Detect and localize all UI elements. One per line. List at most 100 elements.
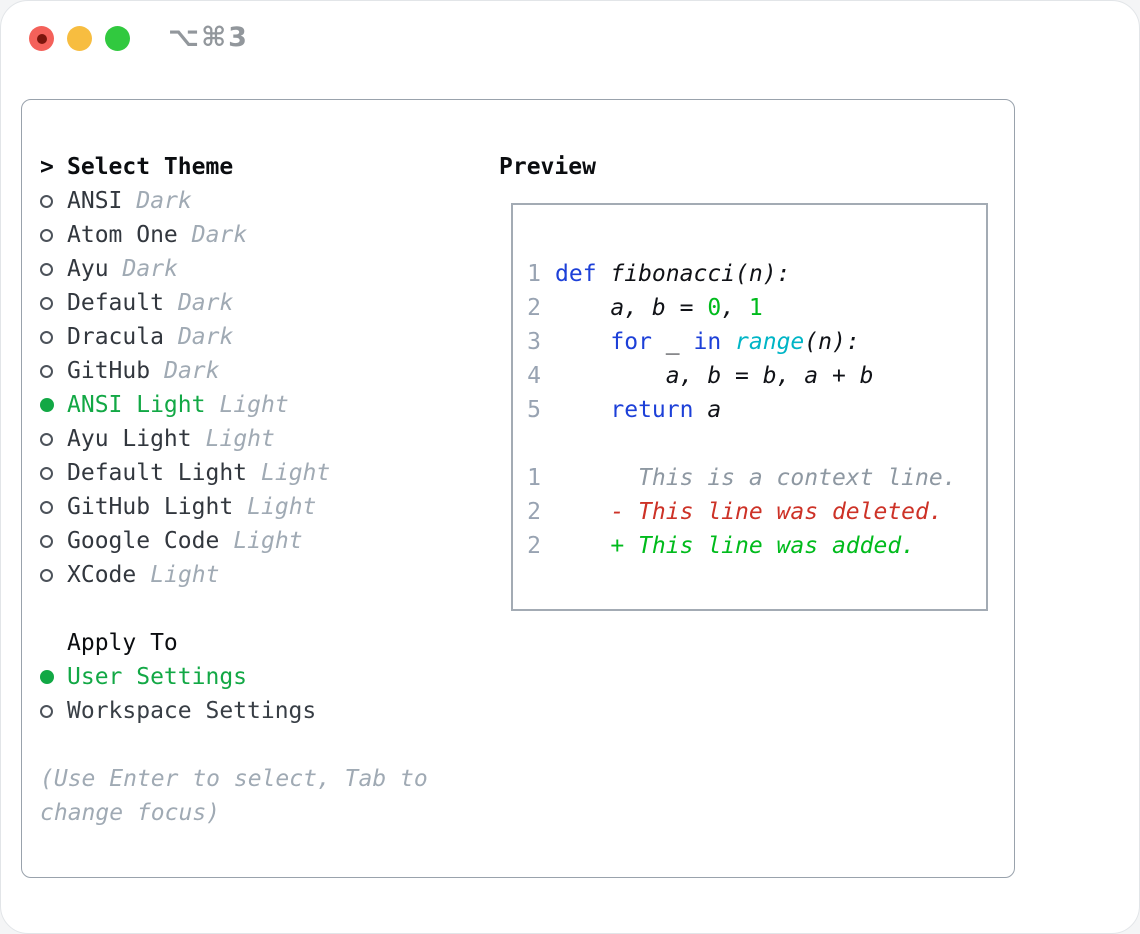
theme-variant-tag: Light [205,426,275,452]
theme-name: Dracula [67,324,164,350]
theme-option[interactable]: Default Light Light [40,456,470,490]
theme-option[interactable]: Dracula Dark [40,320,470,354]
code-segment-pl: , [721,295,749,321]
theme-option[interactable]: GitHub Light Light [40,490,470,524]
code-segment-pl [555,325,610,359]
theme-variant-tag: Light [247,494,317,520]
code-line: 2 a, b = 0, 1 [527,291,986,325]
traffic-lights [29,26,130,51]
code-segment-pl: (n): [804,329,860,355]
radio-unselected-icon [40,330,53,344]
theme-name: GitHub Light [67,494,234,520]
theme-option[interactable]: ANSI Dark [40,184,470,218]
theme-option[interactable]: Ayu Dark [40,252,470,286]
code-line: 4 a, b = b, a + b [527,359,986,393]
code-line: 1 This is a context line. [527,461,986,495]
theme-name: Ayu Light [67,426,192,452]
theme-name: Default [67,290,164,316]
code-segment-kw: for [610,329,652,355]
code-segment-bi: range [735,329,805,355]
theme-name: ANSI Light [67,392,206,418]
theme-option[interactable]: Default Dark [40,286,470,320]
apply-to-option-label: Workspace Settings [67,698,317,724]
apply-to-title: Apply To [67,630,178,656]
code-segment-lit: 1 [748,295,763,321]
spacer [40,592,470,626]
code-segment-add: + This line was added. [555,533,916,559]
radio-unselected-icon [40,568,53,582]
radio-unselected-icon [40,500,53,514]
theme-option[interactable]: Atom One Dark [40,218,470,252]
theme-variant-tag: Dark [191,222,248,248]
radio-unselected-icon [40,262,53,276]
code-segment-lit: 0 [707,295,722,321]
spacer [40,728,470,762]
apply-to-header: Apply To [40,626,470,660]
code-segment-pl: a, b = b, a + b [555,363,874,389]
radio-unselected-icon [40,466,53,480]
code-segment-kw: in [693,329,722,355]
select-theme-header: > Select Theme [40,150,470,184]
apply-to-option[interactable]: Workspace Settings [40,694,470,728]
code-segment-pl [721,325,735,359]
code-line [527,427,986,461]
theme-option[interactable]: Google Code Light [40,524,470,558]
theme-variant-tag: Light [233,528,303,554]
code-segment-kw: return [610,397,694,423]
keyboard-hint: (Use Enter to select, Tab to change focu… [40,766,428,826]
radio-unselected-icon [40,704,53,718]
line-number: 3 [527,329,541,355]
theme-name: Ayu [67,256,109,282]
theme-variant-tag: Dark [177,324,234,350]
theme-name: ANSI [67,188,123,214]
theme-name: Default Light [67,460,248,486]
minimize-button[interactable] [67,26,92,51]
theme-variant-tag: Light [261,460,331,486]
code-segment-kw: def [555,261,597,287]
theme-name: XCode [67,562,137,588]
theme-variant-tag: Dark [122,256,178,282]
theme-option[interactable]: XCode Light [40,558,470,592]
radio-selected-icon [40,398,54,412]
theme-option[interactable]: ANSI Light Light [40,388,470,422]
select-theme-title: Select Theme [67,154,234,180]
maximize-button[interactable] [105,26,130,51]
code-line: 2 + This line was added. [527,529,986,563]
radio-unselected-icon [40,296,53,310]
radio-unselected-icon [40,364,53,378]
radio-unselected-icon [40,194,53,208]
theme-option[interactable]: Ayu Light Light [40,422,470,456]
line-number: 2 [527,295,541,321]
theme-variant-tag: Dark [177,290,234,316]
titlebar: ⌥⌘3 [1,1,1139,77]
code-segment-del: - This line was deleted. [555,499,943,525]
code-segment-pl: a [693,397,722,423]
theme-name: Atom One [67,222,178,248]
theme-variant-tag: Light [150,562,220,588]
window-title: ⌥⌘3 [168,22,249,53]
theme-variant-tag: Dark [136,188,192,214]
close-button[interactable] [29,26,54,51]
radio-unselected-icon [40,228,53,242]
code-segment-pl: fibonacci(n): [596,261,791,287]
line-number: 4 [527,363,541,389]
preview-title: Preview [499,154,596,180]
radio-unselected-icon [40,534,53,548]
theme-variant-tag: Light [219,392,289,418]
line-number: 5 [527,397,541,423]
code-line: 2 - This line was deleted. [527,495,986,529]
apply-to-option[interactable]: User Settings [40,660,470,694]
prompt-caret: > [40,154,54,180]
line-number: 1 [527,465,541,491]
line-number: 2 [527,499,541,525]
theme-name: Google Code [67,528,220,554]
